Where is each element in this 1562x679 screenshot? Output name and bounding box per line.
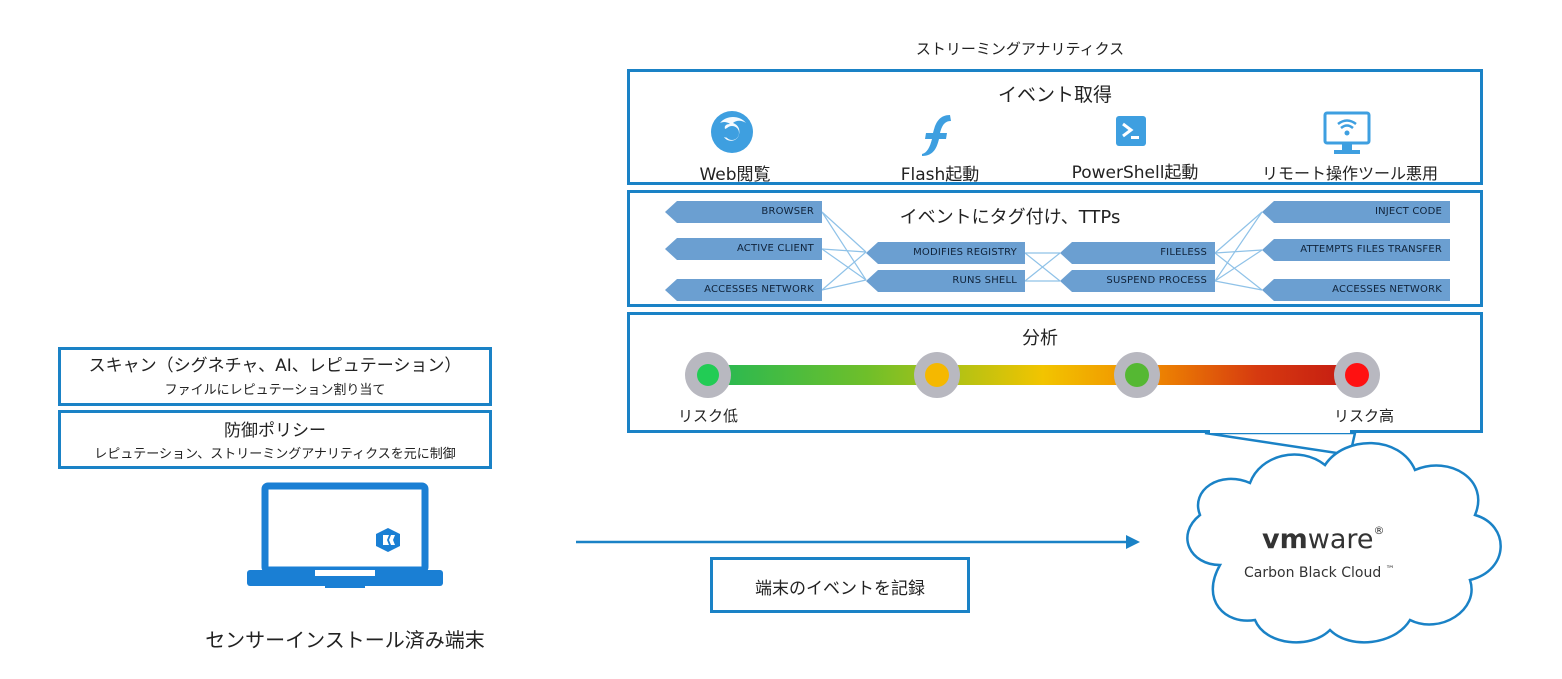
vmware-logo-mark: ®	[1373, 524, 1385, 537]
tag-accesses-network-left: ACCESSES NETWORK	[665, 279, 822, 301]
vmware-logo: vmware®	[1262, 524, 1384, 555]
risk-gradient-bar	[705, 365, 1355, 385]
analysis-title: 分析	[1022, 328, 1058, 349]
tag-attempts-files-transfer: ATTEMPTS FILES TRANSFER	[1262, 239, 1450, 261]
tagging-title: イベントにタグ付け、TTPs	[899, 207, 1121, 228]
scan-title: スキャン（シグネチャ、AI、レピュテーション）	[88, 356, 462, 376]
tag-browser: BROWSER	[665, 201, 822, 223]
flash-icon	[920, 113, 956, 157]
tag-modifies-registry: MODIFIES REGISTRY	[866, 242, 1025, 264]
streaming-analytics-title: ストリーミングアナリティクス	[915, 40, 1125, 58]
cloud-shape	[1186, 429, 1502, 644]
event-label-web: Web閲覧	[699, 165, 771, 185]
risk-high-label: リスク高	[1334, 407, 1395, 425]
carbon-black-cloud-tm: ™	[1385, 565, 1395, 575]
laptop-icon	[245, 482, 445, 592]
risk-low-label: リスク低	[678, 407, 739, 425]
carbon-black-logo-icon	[374, 527, 402, 553]
record-box-label: 端末のイベントを記録	[755, 579, 925, 599]
vmware-logo-bold: vm	[1262, 524, 1308, 555]
risk-dot-high-inner	[1345, 363, 1369, 387]
policy-box	[58, 410, 492, 469]
powershell-icon	[1116, 116, 1146, 146]
record-arrow	[576, 532, 1142, 552]
tag-active-client: ACTIVE CLIENT	[665, 238, 822, 260]
risk-dot-mid2-inner	[1125, 363, 1149, 387]
scan-box	[58, 347, 492, 406]
endpoint-label: センサーインストール済み端末	[205, 628, 485, 652]
tag-runs-shell: RUNS SHELL	[866, 270, 1025, 292]
remote-monitor-icon	[1322, 110, 1372, 158]
risk-dot-mid1-inner	[925, 363, 949, 387]
event-label-powershell: PowerShell起動	[1071, 163, 1199, 183]
tag-inject-code: INJECT CODE	[1262, 201, 1450, 223]
vmware-logo-light: ware	[1307, 524, 1374, 555]
event-label-remote: リモート操作ツール悪用	[1261, 164, 1438, 183]
carbon-black-cloud-label: Carbon Black Cloud ™	[1244, 565, 1395, 581]
event-label-flash: Flash起動	[900, 165, 980, 185]
tag-fileless: FILELESS	[1060, 242, 1215, 264]
policy-subtitle: レピュテーション、ストリーミングアナリティクスを元に制御	[94, 447, 456, 462]
firefox-icon	[708, 109, 756, 155]
risk-dot-low-inner	[697, 364, 719, 386]
record-box	[710, 557, 970, 613]
scan-subtitle: ファイルにレピュテーション割り当て	[164, 383, 386, 398]
policy-title: 防御ポリシー	[224, 421, 326, 441]
tag-suspend-process: SUSPEND PROCESS	[1060, 270, 1215, 292]
tag-accesses-network-right: ACCESSES NETWORK	[1262, 279, 1450, 301]
carbon-black-cloud-text: Carbon Black Cloud	[1244, 565, 1382, 581]
event-acquisition-title: イベント取得	[997, 84, 1112, 106]
